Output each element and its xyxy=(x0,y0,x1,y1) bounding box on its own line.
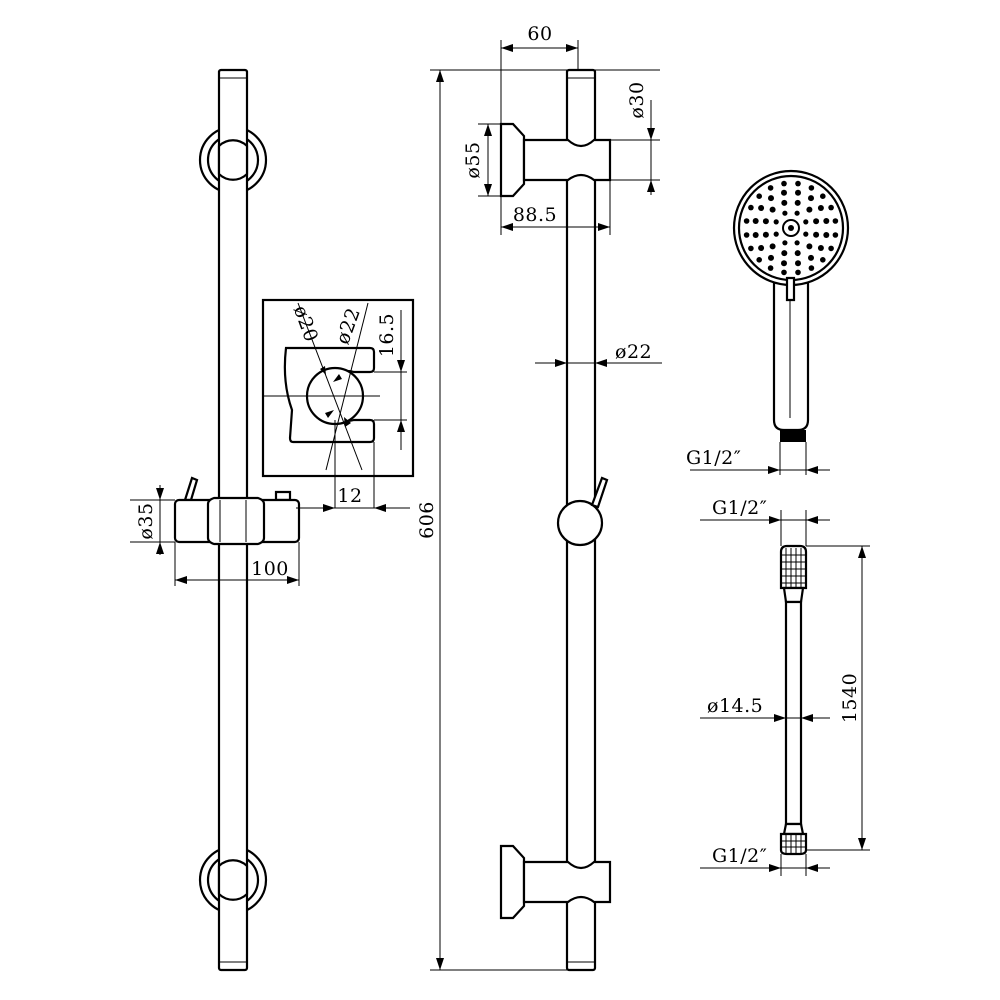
spray-nozzle xyxy=(773,219,779,225)
holder-offset-label: 12 xyxy=(337,485,362,507)
spray-nozzle xyxy=(781,189,787,196)
front-dimension-lines xyxy=(130,485,300,586)
front-view xyxy=(130,68,415,972)
spray-nozzle xyxy=(762,218,769,225)
spray-nozzle xyxy=(813,231,820,238)
spray-nozzle xyxy=(781,199,788,206)
spray-nozzle xyxy=(820,193,826,199)
holder-opening-label: 16.5 xyxy=(376,313,398,357)
spray-nozzle xyxy=(767,265,774,271)
hose-tube xyxy=(784,600,803,826)
spray-nozzle xyxy=(781,269,787,276)
spray-nozzle xyxy=(758,205,765,211)
spray-nozzle xyxy=(832,218,839,224)
bottom-wall-bracket-side xyxy=(499,844,612,920)
spray-nozzle xyxy=(806,206,813,213)
spray-nozzle xyxy=(756,257,762,263)
sliding-holder-front xyxy=(173,476,301,546)
hose-top-knurl xyxy=(781,548,806,588)
spray-nozzle xyxy=(795,180,801,187)
spray-nozzle xyxy=(794,250,801,257)
spray-nozzle xyxy=(762,231,769,238)
holder-inner-diameter-label: ø20 xyxy=(289,303,322,345)
spray-nozzle xyxy=(813,218,820,225)
spray-nozzle xyxy=(769,206,776,213)
spray-nozzle xyxy=(806,243,813,250)
spray-nozzle xyxy=(752,232,759,238)
spray-nozzle xyxy=(823,232,830,238)
spray-nozzle xyxy=(743,218,750,224)
spray-nozzle xyxy=(808,265,815,271)
spray-nozzle xyxy=(782,240,788,246)
spray-nozzle xyxy=(767,185,774,191)
spray-nozzle xyxy=(794,199,801,206)
spray-nozzle xyxy=(768,254,774,261)
spray-nozzle xyxy=(808,185,815,191)
spray-nozzle xyxy=(828,245,834,252)
side-view xyxy=(430,40,662,972)
spray-nozzle xyxy=(748,204,754,211)
spray-nozzle xyxy=(817,205,824,211)
hose-thread-bottom-label: G1/2″ xyxy=(712,845,767,867)
wall-bracket-offset-label: 60 xyxy=(527,23,552,45)
spray-nozzle xyxy=(817,245,824,251)
spray-nozzle xyxy=(832,232,839,238)
spray-nozzle xyxy=(743,232,750,238)
handshower-thread-connector xyxy=(780,430,806,442)
spray-nozzle xyxy=(773,231,779,237)
spray-nozzle xyxy=(781,260,787,267)
holder-outer-diameter-label: ø22 xyxy=(332,305,365,347)
spray-nozzle xyxy=(769,243,776,250)
spray-nozzle xyxy=(752,218,759,224)
spray-nozzle xyxy=(808,195,814,202)
spray-nozzle xyxy=(795,269,801,276)
holder-diameter-label: ø35 xyxy=(135,502,157,539)
spray-nozzle xyxy=(823,218,830,224)
spray-nozzle xyxy=(808,254,814,261)
spray-nozzle xyxy=(782,210,788,216)
holder-width-label: 100 xyxy=(251,558,289,580)
hand-shower xyxy=(690,169,850,475)
spray-nozzle xyxy=(781,180,787,187)
spray-nozzle xyxy=(803,219,809,225)
wall-flange-diameter-label: ø55 xyxy=(462,141,484,178)
rail-length-label: 606 xyxy=(416,501,438,539)
rail-diameter-label: ø22 xyxy=(615,341,652,363)
spray-nozzle xyxy=(756,193,762,199)
spray-nozzle xyxy=(748,245,754,252)
shower-hose xyxy=(700,510,870,876)
handshower-thread-label: G1/2″ xyxy=(686,447,741,469)
spray-nozzle xyxy=(768,195,774,202)
holder-detail-view xyxy=(261,298,415,512)
hose-thread-top-label: G1/2″ xyxy=(712,497,767,519)
rail-diameter-top-label: ø30 xyxy=(626,81,648,118)
spray-nozzle xyxy=(820,257,826,263)
sliding-holder-side xyxy=(556,476,609,547)
spray-nozzle xyxy=(794,240,800,246)
spray-nozzle xyxy=(803,231,809,237)
bracket-projection-label: 88.5 xyxy=(513,204,557,226)
spray-nozzle xyxy=(781,250,788,257)
spray-nozzle xyxy=(828,204,834,211)
hose-length-label: 1540 xyxy=(839,673,861,723)
spray-nozzle xyxy=(794,210,800,216)
hose-bottom-knurl xyxy=(781,834,806,854)
spray-nozzle xyxy=(795,260,801,267)
spray-nozzle xyxy=(795,189,801,196)
side-dimension-lines xyxy=(430,40,662,971)
spray-nozzles xyxy=(743,180,839,276)
hose-diameter-label: ø14.5 xyxy=(707,695,763,717)
spray-nozzle xyxy=(758,245,765,251)
